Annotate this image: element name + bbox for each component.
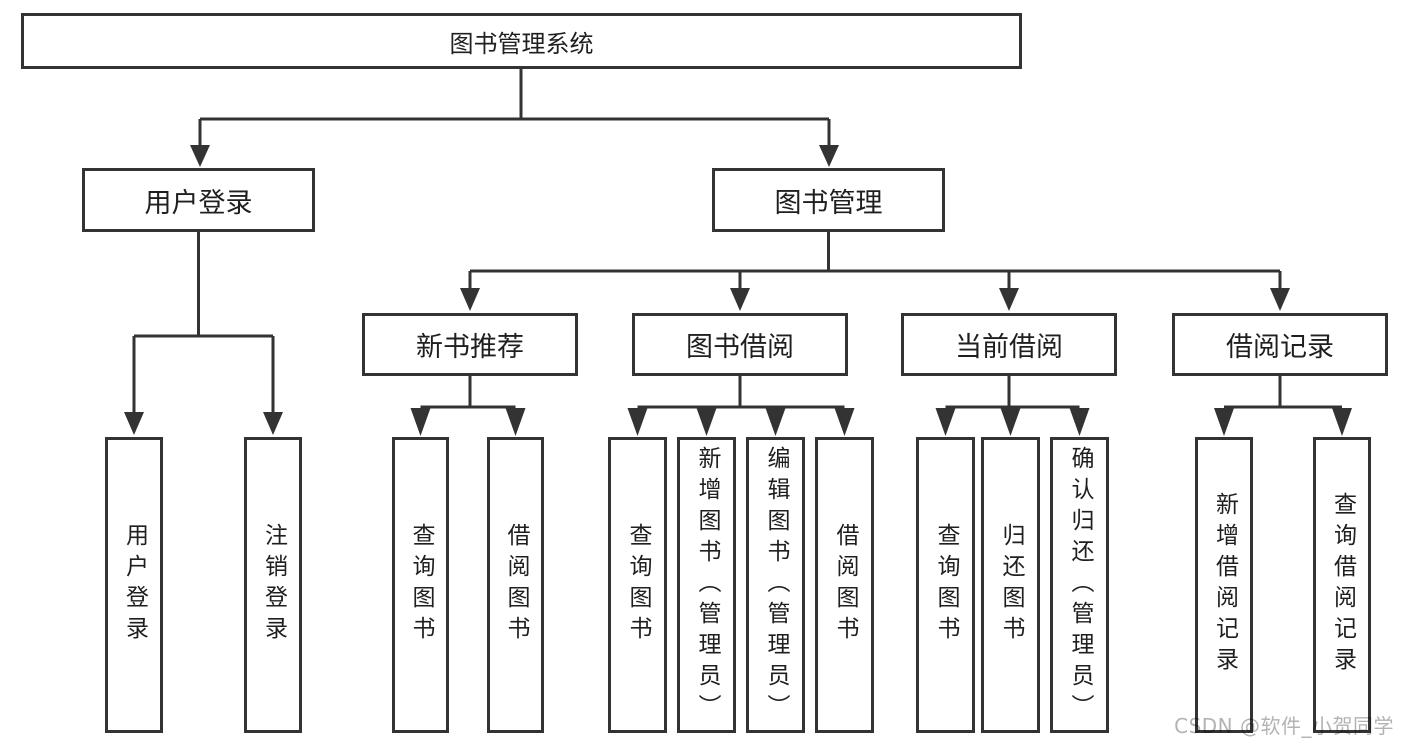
- leaf-return-books: 归还图书: [981, 437, 1040, 733]
- leaf-query-borrow-record: 查询借阅记录: [1313, 437, 1371, 733]
- node-new-book-recommend: 新书推荐: [362, 313, 578, 376]
- leaf-edit-book-admin: 编辑图书（管理员）: [746, 437, 805, 733]
- leaf-query-books-current: 查询图书: [916, 437, 975, 733]
- node-book-management: 图书管理: [712, 168, 945, 232]
- node-current-borrowing-label: 当前借阅: [955, 332, 1063, 363]
- leaf-query-books-borrowing: 查询图书: [608, 437, 667, 733]
- node-user-login: 用户登录: [82, 168, 315, 232]
- node-new-book-recommend-label: 新书推荐: [416, 332, 524, 363]
- connector-book-borrowing-to-leaves: [627, 376, 855, 436]
- node-borrowing-records-label: 借阅记录: [1226, 332, 1334, 363]
- leaf-user-login: 用户登录: [105, 437, 163, 733]
- leaf-query-books-recommend: 查询图书: [392, 437, 449, 733]
- node-book-borrowing-label: 图书借阅: [686, 332, 794, 363]
- leaf-add-book-admin: 新增图书（管理员）: [677, 437, 736, 733]
- connector-user-login-to-leaves: [124, 232, 283, 435]
- leaf-borrow-books-borrowing: 借阅图书: [815, 437, 874, 733]
- node-user-login-label: 用户登录: [144, 187, 253, 219]
- leaf-borrow-books-recommend: 借阅图书: [487, 437, 544, 733]
- leaf-logout: 注销登录: [244, 437, 302, 733]
- node-root-label: 图书管理系统: [449, 29, 594, 58]
- connector-root-to-level2: [190, 68, 839, 167]
- leaf-confirm-return-admin: 确认归还（管理员）: [1050, 437, 1109, 733]
- node-borrowing-records: 借阅记录: [1172, 313, 1388, 376]
- connector-new-book-recommend-to-leaves: [410, 376, 526, 436]
- node-library-management-system: 图书管理系统: [21, 13, 1022, 69]
- watermark: CSDN @软件_小贺同学: [1174, 714, 1394, 738]
- connector-current-borrowing-to-leaves: [935, 376, 1090, 436]
- node-book-borrowing: 图书借阅: [632, 313, 848, 376]
- node-book-management-label: 图书管理: [774, 187, 883, 219]
- node-current-borrowing: 当前借阅: [901, 313, 1117, 376]
- leaf-add-borrow-record: 新增借阅记录: [1195, 437, 1253, 733]
- connector-borrowing-records-to-leaves: [1214, 376, 1352, 436]
- connector-book-management-to-level3: [460, 232, 1290, 311]
